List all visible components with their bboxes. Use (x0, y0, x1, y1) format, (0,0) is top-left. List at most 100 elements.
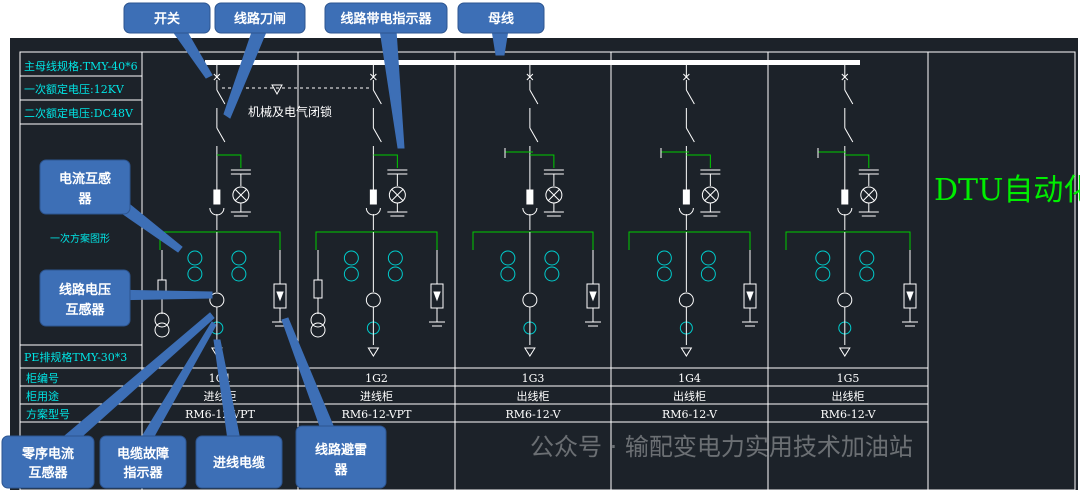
cabinet-usage: 进线柜 (360, 389, 393, 403)
lamp-cross (547, 188, 561, 202)
cabinet-1G4 (628, 65, 758, 357)
cabinet-model: RM6-12-V (820, 408, 876, 421)
svg-text:互感器: 互感器 (28, 465, 68, 481)
lamp-cross (704, 188, 717, 202)
arrester-arrow (906, 291, 914, 302)
callout-fault-indicator: 电缆故障 指示器 (99, 435, 187, 489)
row-label-cabinet-usage: 柜用途 (26, 389, 59, 403)
pt-winding-1-icon (310, 312, 326, 328)
switch-blade (844, 89, 854, 105)
switch-contact-mark (683, 73, 690, 81)
dtu-label: DTU自动化 (934, 173, 1080, 208)
callout-incoming-cable: 进线电缆 (195, 435, 283, 489)
ct-icon (700, 250, 716, 266)
main-busbar (205, 60, 860, 65)
live-indicator-wire (373, 154, 398, 168)
cabinet-usage: 出线柜 (832, 389, 865, 403)
callout-zero-ct: 零序电流 互感器 (1, 435, 95, 489)
callout-busbar: 母线 (457, 2, 545, 34)
row-label-cabinet-id: 柜编号 (26, 371, 59, 385)
primary-voltage: 一次额定电压:12KV (24, 82, 125, 96)
lamp-cross (391, 188, 404, 202)
cabinet-id: 1G4 (678, 372, 701, 385)
arrester-arrow (589, 291, 597, 302)
distribution-bus (785, 231, 911, 250)
svg-text:线路电压: 线路电压 (59, 282, 111, 298)
watermark: 公众号 · 输配变电力实用技术加油站 (530, 433, 913, 461)
svg-text:器: 器 (77, 192, 92, 207)
ct-icon (700, 266, 716, 282)
ct-icon (500, 266, 516, 282)
arrester-arrow (433, 291, 441, 302)
secondary-voltage: 二次额定电压:DC48V (24, 106, 134, 120)
distribution-bus (315, 231, 438, 250)
ct-icon (815, 266, 831, 282)
svg-text:零序电流: 零序电流 (21, 446, 74, 462)
live-indicator-wire (216, 154, 242, 168)
fuse-icon (526, 189, 534, 205)
cabinet-model: RM6-12-VPT (185, 408, 256, 421)
callout-arrester: 线路避雷 器 (295, 425, 387, 489)
ct-icon (815, 250, 831, 266)
cabinet-usage: 出线柜 (673, 389, 706, 403)
switch-contact-mark (841, 73, 849, 81)
callout-line-knife: 线路刀闸 (214, 2, 306, 34)
svg-text:线路带电指示器: 线路带电指示器 (340, 11, 432, 27)
svg-text:母线: 母线 (488, 11, 514, 27)
svg-text:线路避雷: 线路避雷 (315, 442, 367, 458)
ct-icon (231, 250, 247, 266)
knife-blade (529, 127, 539, 143)
fuse-icon (682, 189, 690, 205)
svg-text:线路刀闸: 线路刀闸 (234, 11, 286, 27)
distribution-bus (628, 231, 751, 250)
svg-text:电流互感: 电流互感 (59, 171, 111, 187)
ct-icon (231, 266, 247, 282)
distribution-bus (472, 231, 594, 250)
cable-termination-icon (523, 347, 536, 357)
ct-icon (187, 266, 203, 282)
cabinet-1G3 (472, 65, 601, 357)
switch-contact-mark (526, 73, 534, 81)
cabinet-1G5 (785, 65, 918, 357)
cable-termination-icon (838, 347, 851, 357)
scheme-label: 一次方案图形 (50, 232, 110, 245)
cabinet-id: 1G2 (365, 372, 388, 385)
switch-contact-mark (370, 73, 377, 81)
ct-icon (387, 250, 403, 266)
svg-text:指示器: 指示器 (123, 465, 163, 481)
fuse-icon (213, 189, 221, 205)
cabinet-model: RM6-12-VPT (342, 408, 413, 421)
lamp-cross (234, 188, 248, 202)
fuse-icon (841, 189, 849, 205)
svg-text:开关: 开关 (154, 11, 180, 27)
lamp-cross (862, 188, 876, 202)
pt-winding-1-icon (154, 312, 170, 328)
svg-text:互感器: 互感器 (65, 302, 105, 318)
svg-text:器: 器 (333, 463, 348, 478)
pt-winding-2-icon (310, 322, 326, 338)
ct-icon (187, 250, 203, 266)
knife-blade (372, 127, 382, 143)
knife-blade (216, 127, 226, 143)
live-indicator-wire (686, 154, 711, 168)
pe-bar-spec: PE排规格TMY-30*3 (24, 350, 127, 364)
cable-termination-icon (367, 347, 380, 357)
switch-blade (216, 89, 226, 105)
cabinet-model: RM6-12-V (662, 408, 718, 421)
ct-icon (500, 250, 516, 266)
knife-blade (844, 127, 854, 143)
cabinet-usage: 出线柜 (517, 389, 550, 403)
cabinet-1G2 (310, 65, 445, 357)
arrester-arrow (746, 291, 754, 302)
svg-text:进线电缆: 进线电缆 (213, 455, 265, 471)
switch-blade (685, 89, 695, 105)
switch-blade (529, 89, 539, 105)
cabinet-id: 1G5 (837, 372, 860, 385)
cable-termination-icon (680, 347, 693, 357)
callout-live-indicator: 线路带电指示器 (324, 2, 448, 34)
live-indicator-wire (529, 154, 555, 168)
arrester-arrow (276, 291, 284, 302)
drawing-background (10, 38, 1078, 490)
knife-blade (685, 127, 695, 143)
